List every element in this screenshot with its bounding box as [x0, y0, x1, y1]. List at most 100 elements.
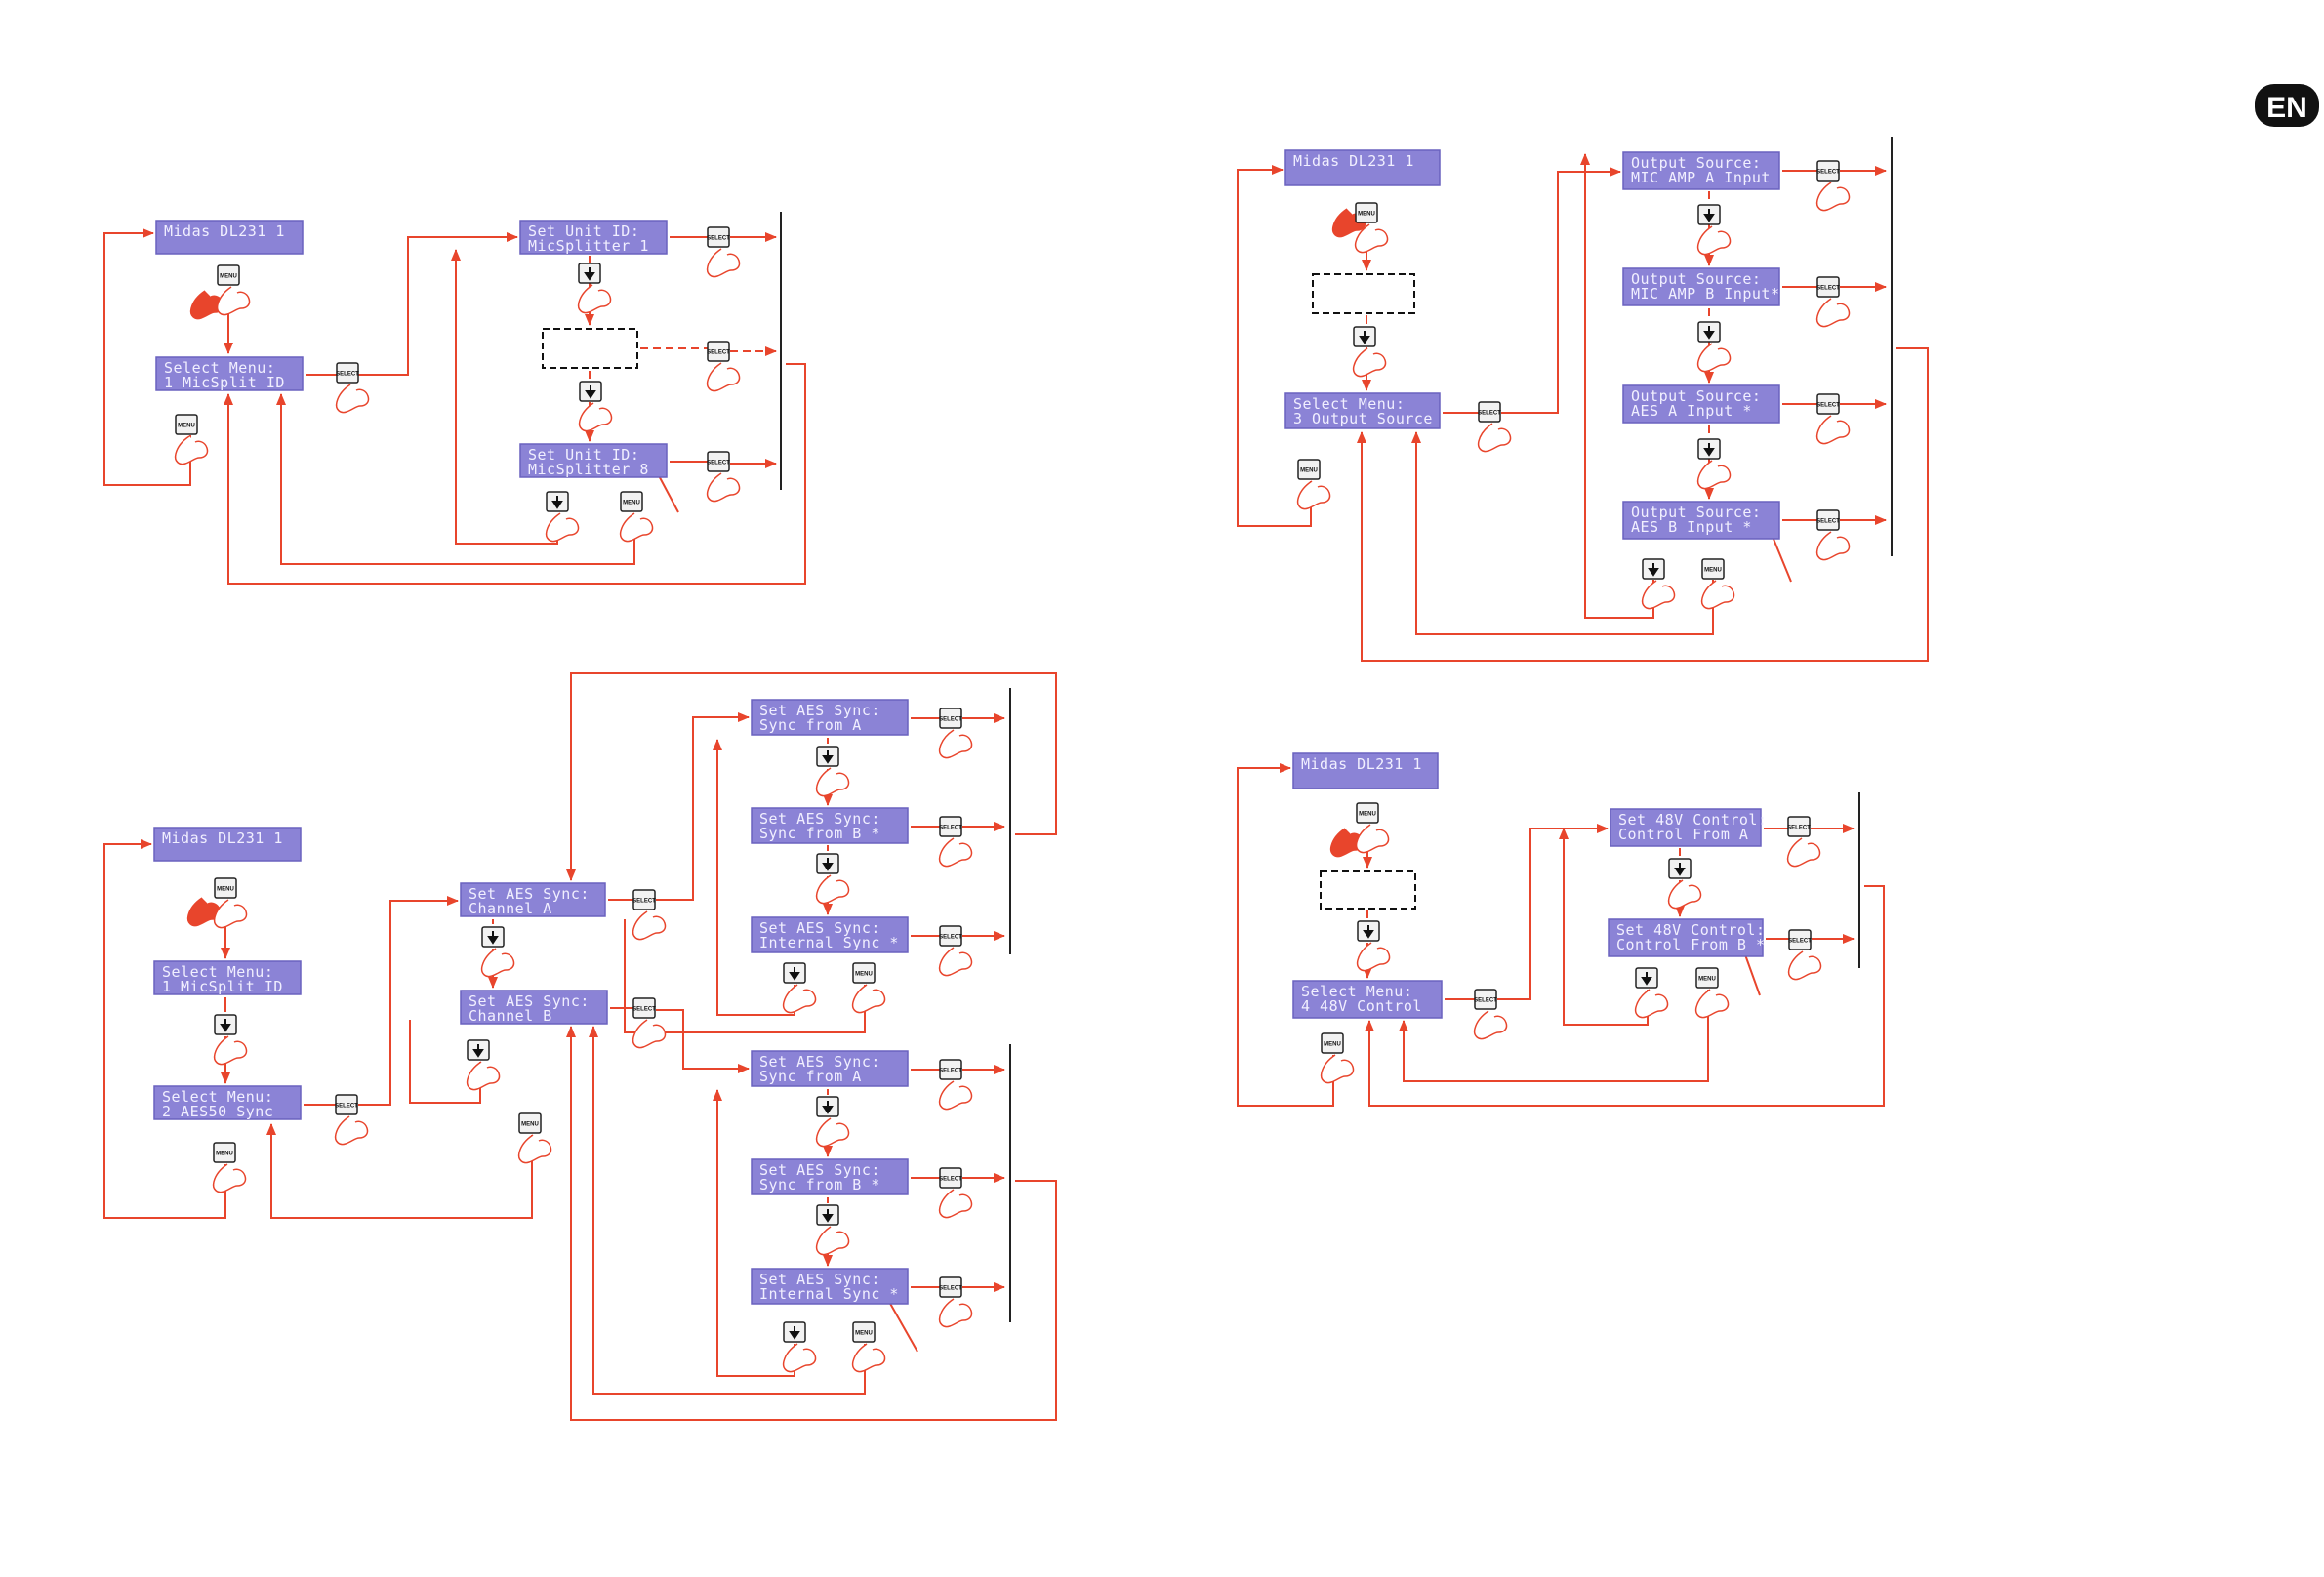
output-source-menu-button-3[interactable]: MENU: [1701, 558, 1725, 580]
unit-id-to-option-1-wire: [358, 232, 518, 376]
unit-id-select-button-body: [336, 362, 359, 384]
aes-sync-a-down-button-2[interactable]: [816, 853, 839, 874]
output-source-menu-button-2-label: MENU: [1300, 468, 1318, 474]
output-source-menu-button-2[interactable]: MENU: [1297, 459, 1321, 480]
unit-id-option-8-lcd-line1: Set Unit ID:: [528, 446, 639, 464]
output-source-select-option-2-button-finger-icon: [1815, 298, 1851, 328]
phantom-option-2-lcd-line1: Set 48V Control:: [1616, 921, 1766, 939]
output-source-down-button-4-finger-icon: [1696, 460, 1732, 490]
unit-id-select-option-8-button[interactable]: SELECT: [707, 451, 730, 472]
unit-id-menu-button-3[interactable]: MENU: [620, 491, 643, 512]
output-source-down-button-5-finger-icon: [1641, 580, 1676, 610]
unit-id-down-button-2-finger-icon-shape: [578, 402, 613, 432]
unit-id-select-button-finger-icon: [335, 384, 370, 414]
phantom-select-menu-lcd-panel: [1292, 980, 1443, 1019]
aes-sync-a-down-button-1[interactable]: [816, 746, 839, 767]
unit-id-down-button-2[interactable]: [579, 381, 602, 402]
aes-sync-a-select-option-3-button[interactable]: SELECT: [939, 925, 962, 947]
output-source-option-4-lcd: Output Source:AES B Input *: [1622, 501, 1780, 540]
aes-sync-b-select-option-3-button[interactable]: SELECT: [939, 1276, 962, 1298]
aes-sync-a-select-option-1-button-finger-icon: [938, 729, 973, 759]
phantom-select-option-2-button-label: SELECT: [1788, 939, 1812, 945]
unit-id-menu-button-3-finger-icon-shape: [619, 512, 654, 543]
aes-sync-menu-button-1-body: [214, 877, 237, 899]
aes-sync-channel-b-select-button[interactable]: SELECT: [632, 997, 656, 1019]
phantom-menu-button-3[interactable]: MENU: [1695, 967, 1719, 989]
output-source-down-button-5[interactable]: [1642, 558, 1665, 580]
output-source-select-option-2-button[interactable]: SELECT: [1816, 276, 1840, 298]
aes-sync-a-down-button-1-finger-icon: [815, 767, 850, 797]
phantom-select-button-finger-icon: [1473, 1010, 1508, 1040]
aes-sync-channel-a-select-button[interactable]: SELECT: [632, 889, 656, 910]
output-source-option-1-lcd-panel: [1622, 151, 1780, 190]
aes-sync-channel-b-lcd-panel: [460, 990, 608, 1025]
aes-sync-a-menu-button[interactable]: MENU: [852, 962, 876, 984]
unit-id-select-option-1-button[interactable]: SELECT: [707, 226, 730, 248]
phantom-menu-button-1[interactable]: MENU: [1356, 802, 1379, 824]
phantom-menu-button-2[interactable]: MENU: [1321, 1032, 1344, 1054]
aes-sync-down-button-1-finger-icon-shape: [213, 1035, 248, 1066]
output-source-select-option-4-button[interactable]: SELECT: [1816, 509, 1840, 531]
output-source-menu-button-1[interactable]: MENU: [1355, 202, 1378, 223]
aes-sync-channel-down-button-finger-icon: [480, 948, 515, 978]
aes-sync-a-down-button-3[interactable]: [783, 962, 806, 984]
phantom-down-button-2[interactable]: [1668, 858, 1692, 879]
aes-sync-a-option-2-lcd: Set AES Sync:Sync from B *: [751, 807, 909, 844]
output-source-select-button-finger-icon: [1477, 423, 1512, 453]
phantom-hidden-option-placeholder: [1320, 870, 1416, 910]
output-source-down-button-4-finger-icon-shape: [1696, 460, 1732, 490]
output-source-select-option-1-button[interactable]: SELECT: [1816, 160, 1840, 182]
phantom-down-button-3[interactable]: [1635, 967, 1658, 989]
unit-id-loop-to-option-1-wire: [451, 249, 558, 545]
aes-sync-menu-button-2[interactable]: MENU: [213, 1142, 236, 1163]
phantom-output-return-wire: [1365, 885, 1885, 1107]
unit-id-select-option-hidden-button[interactable]: SELECT: [707, 341, 730, 362]
phantom-down-button-1-finger-icon: [1356, 942, 1391, 972]
aes-sync-channel-a-lcd: Set AES Sync:Channel A: [460, 882, 606, 917]
aes-sync-a-select-option-2-button[interactable]: SELECT: [939, 816, 962, 837]
aes-sync-channel-b-down-button[interactable]: [467, 1039, 490, 1061]
unit-id-menu-button-1[interactable]: MENU: [217, 264, 240, 286]
aes-sync-menu-button-1[interactable]: MENU: [214, 877, 237, 899]
unit-id-menu-button-2-body: [175, 414, 198, 435]
aes-sync-channel-b-to-options-wire: [656, 1009, 750, 1073]
output-source-select-option-3-button[interactable]: SELECT: [1816, 393, 1840, 415]
unit-id-select-button[interactable]: SELECT: [336, 362, 359, 384]
unit-id-menu-button-2[interactable]: MENU: [175, 414, 198, 435]
aes-sync-b-down-button-1[interactable]: [816, 1096, 839, 1117]
output-source-select-menu-lcd-line1: Select Menu:: [1293, 395, 1405, 413]
phantom-select-option-2-button[interactable]: SELECT: [1788, 929, 1812, 950]
unit-id-menu-button-1-body: [217, 264, 240, 286]
aes-sync-select-button[interactable]: SELECT: [335, 1094, 358, 1115]
aes-sync-a-output-return-wire: [566, 672, 1057, 881]
aes-sync-b-menu-button[interactable]: MENU: [852, 1321, 876, 1343]
output-source-down-button-3[interactable]: [1697, 321, 1721, 343]
phantom-select-button-label: SELECT: [1474, 998, 1497, 1004]
output-source-home-lcd: Midas DL231 1: [1284, 149, 1441, 186]
aes-sync-down-button-1[interactable]: [214, 1014, 237, 1035]
aes-sync-b-down-button-3[interactable]: [783, 1321, 806, 1343]
aes-sync-channel-down-button[interactable]: [481, 926, 505, 948]
phantom-select-button[interactable]: SELECT: [1474, 989, 1497, 1010]
output-source-select-option-1-button-finger-icon-shape: [1815, 182, 1851, 212]
aes-sync-a-select-option-1-button[interactable]: SELECT: [939, 708, 962, 729]
output-source-option-2-lcd-line2: MIC AMP B Input*: [1631, 285, 1780, 303]
unit-id-down-button-1[interactable]: [578, 263, 601, 284]
output-source-option-3-lcd: Output Source:AES A Input *: [1622, 384, 1780, 424]
phantom-down-button-1[interactable]: [1357, 920, 1380, 942]
output-source-select-button[interactable]: SELECT: [1478, 401, 1501, 423]
phantom-select-option-1-button[interactable]: SELECT: [1787, 816, 1811, 837]
language-badge-text: EN: [2266, 92, 2307, 124]
aes-sync-b-select-option-2-button[interactable]: SELECT: [939, 1167, 962, 1189]
output-source-down-button-3-down-arrow-icon: [1703, 326, 1715, 340]
output-source-down-button-4[interactable]: [1697, 438, 1721, 460]
output-source-down-button-2-finger-icon-shape: [1696, 225, 1732, 256]
output-source-down-button-1[interactable]: [1353, 326, 1376, 347]
aes-sync-channel-menu-button[interactable]: MENU: [518, 1112, 542, 1134]
aes-sync-b-down-button-2[interactable]: [816, 1204, 839, 1226]
aes-sync-home-lcd-line1: Midas DL231 1: [162, 829, 283, 847]
aes-sync-b-select-option-1-button[interactable]: SELECT: [939, 1059, 962, 1080]
output-source-down-button-2[interactable]: [1697, 204, 1721, 225]
unit-id-down-button-3[interactable]: [546, 491, 569, 512]
aes-sync-b-down-button-1-down-arrow-icon: [822, 1101, 834, 1114]
